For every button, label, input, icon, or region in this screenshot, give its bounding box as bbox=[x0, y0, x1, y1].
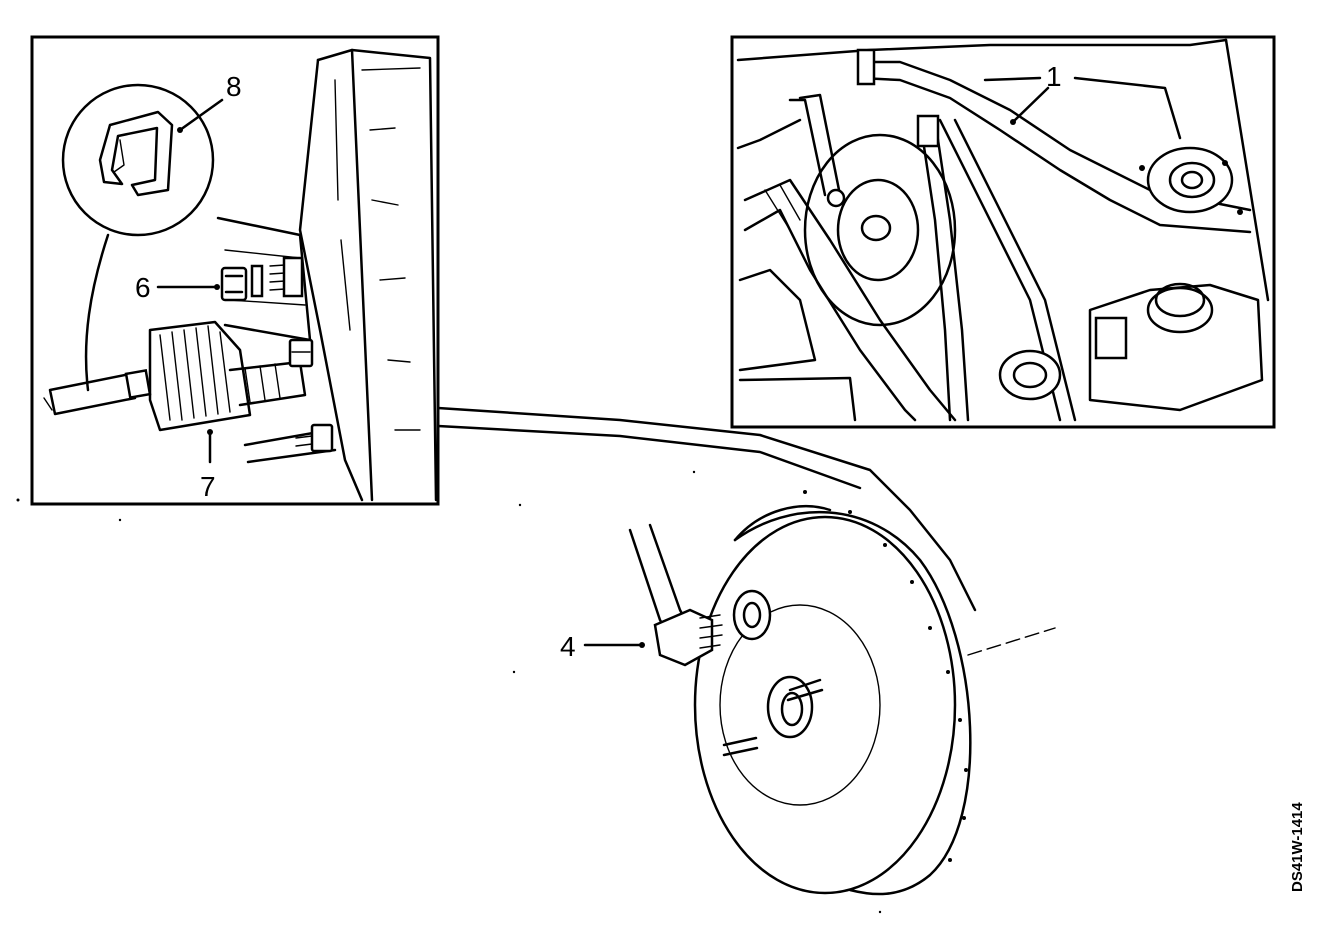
label-4: 4 bbox=[560, 631, 576, 662]
right-inset-frame bbox=[730, 35, 1276, 429]
pushrod bbox=[43, 368, 152, 416]
booster-rim-dots bbox=[803, 490, 968, 862]
label-8: 8 bbox=[226, 71, 242, 102]
rubber-boot-7 bbox=[148, 320, 307, 432]
left-inset-frame bbox=[30, 35, 440, 506]
firewall-panel bbox=[298, 48, 438, 502]
right-leaders bbox=[983, 76, 1182, 140]
strut-mount bbox=[1139, 146, 1243, 215]
vacuum-hose-1 bbox=[856, 48, 1252, 234]
clip-detail-8 bbox=[61, 83, 215, 392]
left-leaders bbox=[156, 98, 224, 464]
figure-code: DS41W-1414 bbox=[1289, 802, 1306, 892]
callout-connector bbox=[436, 406, 977, 612]
nut-6 bbox=[220, 256, 304, 302]
right-inset-panel: 1 bbox=[730, 35, 1276, 429]
label-1: 1 bbox=[1046, 61, 1062, 92]
intake-hose bbox=[743, 178, 957, 422]
engine-bay-outline bbox=[736, 38, 1270, 422]
mounting-nuts bbox=[288, 338, 334, 453]
reservoir-caps bbox=[998, 282, 1264, 412]
check-valve-grommet bbox=[732, 589, 772, 641]
bay-brake-booster bbox=[788, 93, 957, 327]
center-bore bbox=[766, 675, 814, 739]
vacuum-hose-4 bbox=[583, 523, 723, 667]
label-6: 6 bbox=[135, 272, 151, 303]
booster-front-face bbox=[693, 515, 957, 895]
label-7: 7 bbox=[200, 471, 216, 502]
print-specks bbox=[16, 470, 882, 914]
left-inset-panel: 8 6 7 bbox=[30, 35, 440, 506]
brake-booster bbox=[693, 490, 1056, 896]
